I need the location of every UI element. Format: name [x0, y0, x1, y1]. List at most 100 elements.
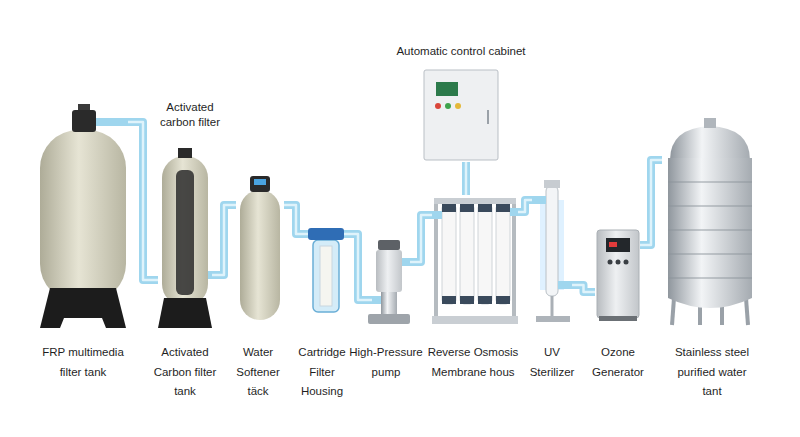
equipment-node: Stainless steel purified water tant [662, 116, 758, 328]
ro-rack-figure-part [496, 204, 510, 304]
ro-rack-figure-part [442, 204, 456, 212]
ozone-generator-figure-part [597, 230, 639, 318]
equipment-caption: Stainless steel purified water tant [669, 343, 755, 402]
control-cabinet-figure-part [435, 103, 441, 109]
ozone-generator-figure-part [616, 260, 621, 265]
ro-rack-figure-part [460, 204, 474, 304]
water-pipe [462, 162, 470, 195]
softener-tank-figure-part [254, 179, 266, 185]
steel-tank-figure-part [698, 305, 702, 325]
ro-rack-figure-part [460, 296, 474, 304]
pipe-highlight [640, 160, 662, 245]
steel-tank-figure-part [668, 229, 752, 231]
ro-rack-figure-part [434, 198, 516, 204]
frp-tank-figure [40, 104, 126, 328]
pipe-highlight [465, 162, 468, 195]
pipe-highlight [572, 285, 595, 292]
ro-rack-figure-part [478, 296, 492, 304]
softener-tank-figure-part [240, 190, 280, 320]
equipment-node: Activated Carbon filter tank [158, 146, 212, 328]
pump-figure-part [368, 314, 410, 324]
steel-tank-figure-part [668, 277, 752, 279]
water-pipe [410, 215, 432, 262]
steel-tank-figure-part [668, 158, 752, 298]
carbon-tank-figure-part [176, 170, 194, 295]
carbon-tank-figure [158, 148, 212, 328]
ozone-generator-figure-part [608, 260, 613, 265]
pump-figure [368, 240, 410, 324]
steel-tank-figure-part [720, 305, 724, 325]
control-cabinet-figure-part [436, 82, 458, 96]
pipe-stub-part [96, 118, 128, 126]
equipment-caption: High-Pressure pump [346, 343, 426, 382]
equipment-caption: Cartridge Filter Housing [294, 343, 350, 402]
ozone-generator-figure-part [599, 316, 637, 321]
cartridge-housing-figure-part [313, 240, 339, 312]
equipment-caption: Automatic control cabinet [376, 42, 546, 62]
equipment-node: Reverse Osmosis Membrane hous [432, 195, 518, 325]
steel-tank-figure-part [668, 253, 752, 255]
pipe-highlight [284, 205, 308, 234]
ro-rack-figure-part [496, 204, 510, 212]
water-pipe [518, 200, 532, 212]
control-cabinet-figure-part [487, 110, 489, 124]
equipment-caption: UV Sterilizer [525, 343, 579, 382]
water-pipe [344, 234, 372, 300]
softener-tank-figure-part [250, 176, 270, 192]
steel-tank-figure [668, 118, 752, 325]
water-pipe [128, 122, 158, 280]
equipment-caption: Reverse Osmosis Membrane hous [425, 343, 521, 382]
pump-figure-part [381, 292, 397, 314]
softener-tank-figure [240, 176, 280, 320]
frp-tank-figure-part [40, 288, 126, 328]
equipment-node: High-Pressure pump [372, 238, 410, 326]
uv-sterilizer-figure-part [551, 296, 554, 318]
pipe-highlight [212, 205, 236, 275]
equipment-node: UV Sterilizer [532, 178, 572, 325]
steel-tank-figure-part [704, 118, 716, 128]
control-cabinet-figure-part [445, 103, 451, 109]
ozone-generator-figure [597, 230, 639, 321]
ro-rack-figure-part [432, 316, 518, 324]
water-pipe [284, 205, 308, 234]
pipe-highlight-group [128, 122, 662, 300]
equipment-node: FRP multimedia filter tank [38, 108, 128, 328]
equipment-node: Cartridge Filter Housing [308, 226, 344, 318]
water-pipe [212, 205, 236, 275]
pipe-stub-part [402, 258, 410, 266]
carbon-tank-figure-part [178, 148, 192, 158]
equipment-caption: Ozone Generator [587, 343, 649, 382]
pump-figure-part [378, 240, 400, 250]
cartridge-housing-figure-part [308, 228, 344, 240]
carbon-tank-figure-part [162, 156, 208, 306]
ro-rack-figure-part [478, 204, 492, 212]
ro-rack-figure [432, 198, 518, 324]
steel-tank-figure-part [670, 126, 750, 160]
equipment-caption: Water Softener täck [230, 343, 286, 402]
pipe-highlight [128, 122, 158, 280]
pipe-stub [96, 122, 572, 300]
pipe-highlight [344, 234, 372, 300]
callout-label: Activated carbon filter [154, 100, 226, 130]
uv-sterilizer-figure-part [544, 180, 560, 188]
steel-tank-figure-part [668, 298, 752, 308]
equipment-node: Water Softener täck [236, 174, 284, 324]
carbon-tank-figure-part [158, 298, 212, 328]
ro-rack-figure-part [496, 296, 510, 304]
pump-figure-part [376, 250, 402, 292]
equipment-node: Automatic control cabinet [422, 68, 500, 162]
pipe-stub-part [372, 296, 381, 304]
ozone-generator-figure-part [624, 260, 629, 265]
frp-tank-figure-part [40, 130, 126, 302]
cartridge-housing-figure-part [320, 246, 332, 306]
ozone-generator-figure-part [606, 238, 630, 252]
steel-tank-figure-part [668, 181, 752, 183]
cartridge-housing-figure [308, 228, 344, 312]
equipment-node: Ozone Generator [595, 228, 640, 322]
pipe-highlight [518, 200, 532, 212]
ro-rack-figure-part [442, 204, 456, 304]
pipe-stub-part [432, 211, 442, 219]
ro-rack-figure-part [442, 296, 456, 304]
control-cabinet-figure [424, 70, 498, 160]
